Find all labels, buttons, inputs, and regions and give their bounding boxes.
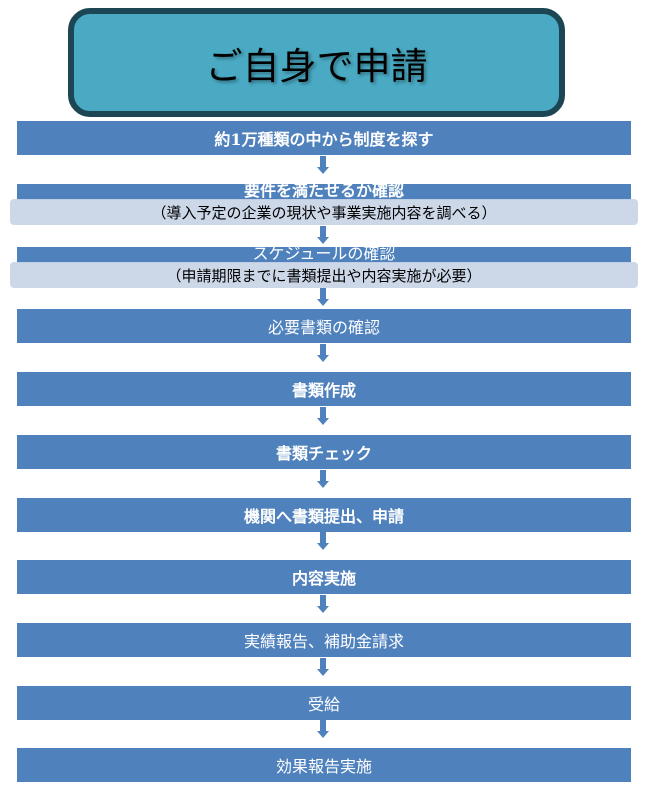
arrow-down-icon [317,288,329,308]
step-4: 必要書類の確認 [17,309,631,343]
arrow-down-icon [317,595,329,615]
arrow-down-icon [317,344,329,364]
step-6: 書類チェック [17,435,631,469]
title-box: ご自身で申請 [68,8,565,117]
step-5: 書類作成 [17,372,631,406]
arrow-down-icon [317,658,329,678]
arrow-down-icon [317,470,329,490]
step-10: 受給 [17,686,631,720]
arrow-down-icon [317,532,329,552]
step-2: 要件を満たせるか確認 [17,184,631,200]
step-1: 約1万種類の中から制度を探す [17,121,631,155]
step-9: 実績報告、補助金請求 [17,623,631,657]
arrow-down-icon [317,407,329,427]
arrow-down-icon [317,156,329,176]
step-2-note: （導入予定の企業の現状や事業実施内容を調べる） [10,199,638,225]
step-3-note: （申請期限までに書類提出や内容実施が必要） [10,262,638,288]
step-11: 効果報告実施 [17,748,631,782]
step-7: 機関へ書類提出、申請 [17,498,631,532]
step-3: スケジュールの確認 [17,247,631,263]
arrow-down-icon [317,226,329,246]
arrow-down-icon [317,720,329,740]
step-8: 内容実施 [17,560,631,594]
